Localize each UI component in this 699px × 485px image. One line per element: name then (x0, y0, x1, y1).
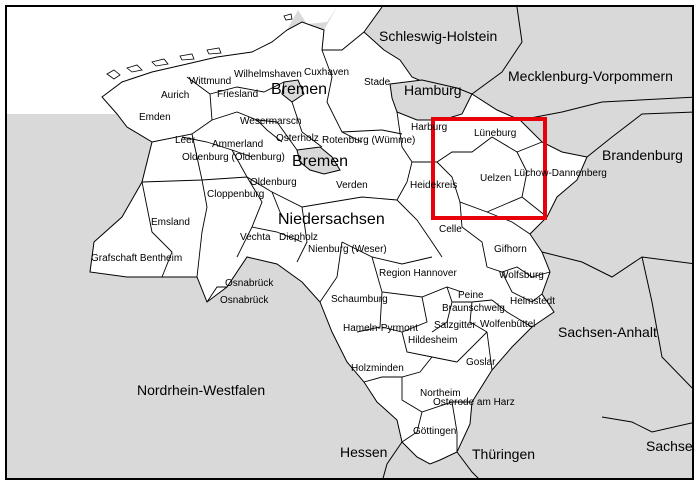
label-hessen: Hessen (340, 444, 387, 460)
label-wesermarsch: Wesermarsch (240, 116, 302, 127)
label-hameln: Hameln-Pyrmont (343, 323, 418, 334)
label-stade: Stade (364, 77, 391, 88)
label-heidekreis: Heidekreis (410, 180, 457, 191)
map-canvas: Schleswig-Holstein Mecklenburg-Vorpommer… (7, 7, 694, 478)
label-lueneburg: Lüneburg (474, 128, 516, 139)
label-peine: Peine (458, 290, 484, 301)
elbe-mouth (322, 7, 382, 50)
label-hamburg: Hamburg (404, 82, 462, 98)
label-schaumburg: Schaumburg (331, 294, 388, 305)
label-brandenburg: Brandenburg (602, 147, 683, 163)
highlight-box (431, 117, 547, 220)
district-borders (141, 49, 551, 452)
label-aurich: Aurich (161, 90, 189, 101)
bremerhaven-area (281, 79, 305, 103)
islands (106, 13, 293, 80)
label-oldenburg-stadt: Oldenburg (Oldenburg) (182, 152, 285, 163)
label-wolfsburg: Wolfsburg (499, 270, 544, 281)
label-helmstedt: Helmstedt (510, 296, 555, 307)
label-uelzen: Uelzen (480, 173, 511, 184)
label-emden: Emden (139, 112, 171, 123)
bremen-city-area (296, 146, 341, 175)
label-wolfenbuettel: Wolfenbüttel (480, 319, 535, 330)
label-vechta: Vechta (240, 232, 271, 243)
label-osnabrueck-st: Osnabrück (220, 295, 269, 306)
label-bentheim: Grafschaft Bentheim (91, 253, 182, 264)
label-emsland: Emsland (151, 217, 190, 228)
label-nordrhein-westfalen: Nordrhein-Westfalen (137, 382, 265, 398)
label-ammerland: Ammerland (212, 139, 263, 150)
label-gifhorn: Gifhorn (494, 244, 527, 255)
label-leer: Leer (175, 135, 196, 146)
neighbor-borders (363, 7, 692, 478)
label-luechow: Lüchow-Dannenberg (514, 168, 607, 179)
label-region-hannover: Region Hannover (379, 268, 457, 279)
map-frame: Schleswig-Holstein Mecklenburg-Vorpommer… (5, 5, 694, 480)
label-cuxhaven: Cuxhaven (304, 67, 349, 78)
label-rotenburg: Rotenburg (Wümme) (322, 135, 415, 146)
label-sachsen-anhalt: Sachsen-Anhalt (558, 324, 657, 340)
label-goslar: Goslar (466, 357, 496, 368)
label-friesland: Friesland (217, 89, 258, 100)
north-sea (7, 7, 337, 114)
label-nienburg: Nienburg (Weser) (308, 244, 387, 255)
label-schleswig-holstein: Schleswig-Holstein (379, 28, 497, 44)
label-osterholz: Osterholz (276, 133, 319, 144)
label-oldenburg: Oldenburg (250, 177, 297, 188)
label-braunschweig: Braunschweig (442, 303, 505, 314)
label-holzminden: Holzminden (351, 363, 404, 374)
label-diepholz: Diepholz (279, 232, 318, 243)
label-sachsen: Sachsen (646, 438, 694, 454)
label-wilhelmshaven: Wilhelmshaven (234, 69, 302, 80)
label-celle: Celle (439, 224, 462, 235)
label-osterode: Osterode am Harz (433, 397, 515, 408)
label-bremen-city: Bremen (292, 153, 348, 170)
label-niedersachsen: Niedersachsen (278, 211, 385, 228)
label-mecklenburg-vorpommern: Mecklenburg-Vorpommern (508, 68, 673, 84)
label-wittmund: Wittmund (189, 76, 231, 87)
label-hildesheim: Hildesheim (408, 335, 457, 346)
label-goettingen: Göttingen (413, 426, 456, 437)
label-cloppenburg: Cloppenburg (207, 189, 264, 200)
label-salzgitter: Salzgitter (434, 320, 476, 331)
label-northeim: Northeim (420, 388, 461, 399)
label-bremen-north: Bremen (271, 81, 327, 98)
label-verden: Verden (336, 180, 368, 191)
label-thueringen: Thüringen (472, 446, 535, 462)
label-osnabrueck-lk: Osnabrück (225, 278, 274, 289)
label-harburg: Harburg (411, 122, 447, 133)
